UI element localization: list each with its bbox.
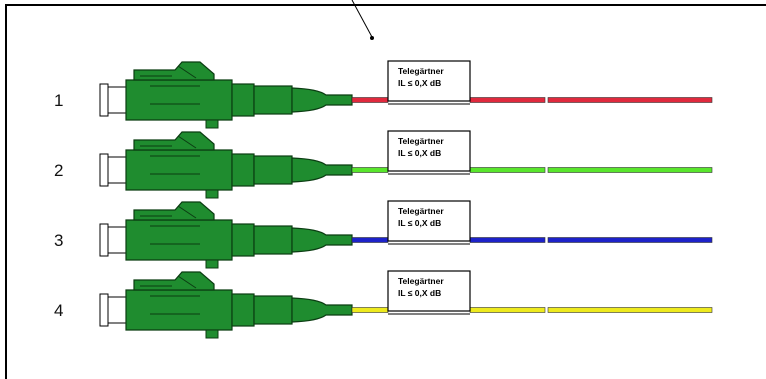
leader-dot: [370, 36, 374, 40]
fiber-cable: [351, 97, 713, 103]
pigtail-row-3: 3 Telegärtner IL ≤ 0,X dB: [54, 200, 713, 269]
tag-brand: Telegärtner: [398, 66, 444, 76]
fiber-tag: Telegärtner IL ≤ 0,X dB: [387, 200, 471, 245]
tag-spec: IL ≤ 0,X dB: [398, 78, 441, 88]
pigtail-row-4: 4 Telegärtner IL ≤ 0,X dB: [54, 270, 713, 339]
pigtail-row-2: 2 Telegärtner IL ≤ 0,X dB: [54, 130, 713, 199]
tag-spec: IL ≤ 0,X dB: [398, 148, 441, 158]
tag-brand: Telegärtner: [398, 276, 444, 286]
lc-connector: [99, 271, 353, 339]
tag-spec: IL ≤ 0,X dB: [398, 288, 441, 298]
lc-connector: [99, 201, 353, 269]
fiber-tag: Telegärtner IL ≤ 0,X dB: [387, 60, 471, 105]
leader-line: [351, 0, 373, 38]
tag-brand: Telegärtner: [398, 136, 444, 146]
fiber-tag: Telegärtner IL ≤ 0,X dB: [387, 130, 471, 175]
lc-connector: [99, 61, 353, 129]
row-number: 3: [54, 231, 63, 250]
fiber-tag: Telegärtner IL ≤ 0,X dB: [387, 270, 471, 315]
tag-brand: Telegärtner: [398, 206, 444, 216]
row-number: 2: [54, 161, 63, 180]
row-number: 1: [54, 91, 63, 110]
drawing-frame: [5, 4, 766, 379]
tag-spec: IL ≤ 0,X dB: [398, 218, 441, 228]
pigtail-row-1: 1 Telegärtner IL ≤ 0,X dB: [54, 60, 713, 129]
lc-connector: [99, 131, 353, 199]
row-number: 4: [54, 301, 63, 320]
